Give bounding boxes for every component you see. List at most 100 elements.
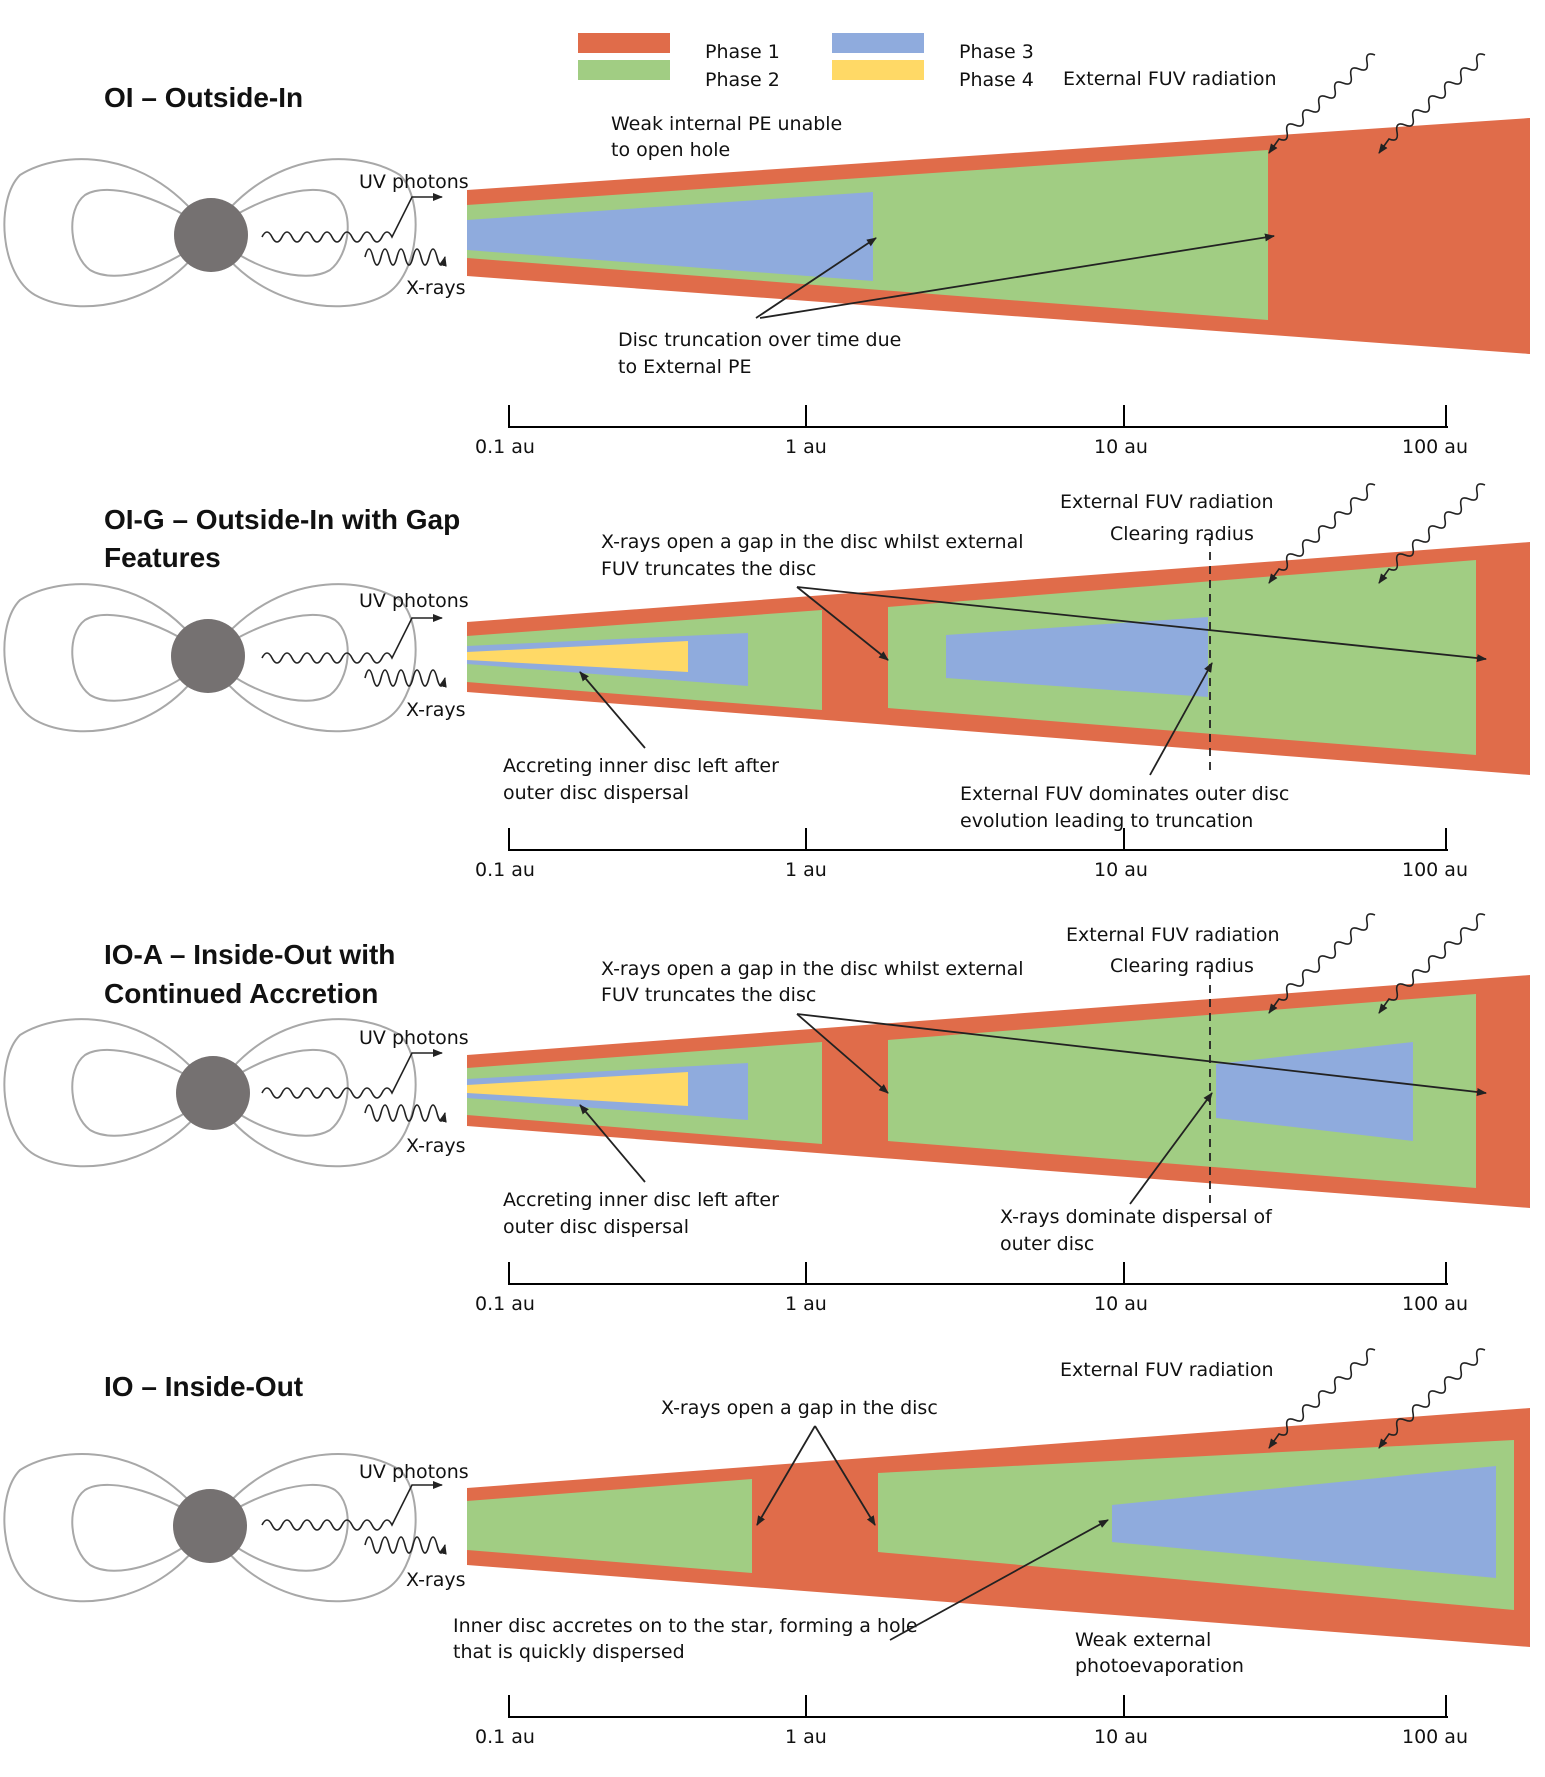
annotation-line: X-rays dominate dispersal of (1000, 1206, 1273, 1228)
external-fuv-label: External FUV radiation (1060, 491, 1274, 513)
annotation-arrow (796, 1013, 1487, 1096)
legend-label-phase-2: Phase 2 (705, 69, 780, 91)
fuv-wave-icon (1268, 53, 1376, 154)
star-system (3, 583, 417, 733)
annotation-line: that is quickly dispersed (453, 1641, 685, 1663)
annotation-line: outer disc dispersal (503, 782, 689, 804)
annotation-line: outer disc (1000, 1233, 1094, 1255)
axis-tick-label: 0.1 au (475, 436, 535, 458)
legend-swatch-phase-4 (832, 60, 924, 80)
star (171, 619, 245, 693)
annotation-line: to open hole (611, 139, 730, 161)
external-fuv-label: External FUV radiation (1066, 924, 1280, 946)
annotation-line: Weak internal PE unable (611, 113, 842, 135)
star (176, 1056, 250, 1130)
star-system (3, 1018, 417, 1168)
fuv-wave-icon (1378, 483, 1486, 584)
x-ray-wave (364, 248, 447, 267)
uv-photons-label: UV photons (359, 171, 469, 193)
panel-title: Features (104, 542, 221, 573)
uv-photons-label: UV photons (359, 1461, 469, 1483)
axis-tick-label: 100 au (1402, 859, 1468, 881)
panel-title: OI – Outside-In (104, 82, 303, 113)
x-rays-label: X-rays (406, 277, 466, 299)
legend-label-phase-4: Phase 4 (959, 69, 1034, 91)
clearing-radius-label: Clearing radius (1110, 955, 1254, 977)
annotation-arrow (755, 237, 877, 319)
uv-photon-wave (261, 193, 443, 243)
uv-photons-label: UV photons (359, 1027, 469, 1049)
axis-tick-label: 100 au (1402, 1293, 1468, 1315)
x-ray-wave (364, 1104, 447, 1123)
annotation-line: Disc truncation over time due (618, 329, 901, 351)
uv-photon-wave (261, 1049, 443, 1099)
annotation-line: X-rays open a gap in the disc whilst ext… (601, 958, 1024, 980)
annotation-arrow (796, 586, 889, 661)
annotation-line: FUV truncates the disc (601, 558, 816, 580)
panel-title: IO – Inside-Out (104, 1371, 303, 1402)
fuv-wave-icon (1268, 913, 1376, 1014)
fuv-wave-icon (1378, 53, 1486, 154)
axis-tick-label: 100 au (1402, 1726, 1468, 1748)
radius-axis: 0.1 au 1 au 10 au 100 au (475, 828, 1468, 881)
annotation-line: FUV truncates the disc (601, 984, 816, 1006)
disc (467, 975, 1530, 1208)
legend-label-phase-1: Phase 1 (705, 41, 780, 63)
axis-tick-label: 10 au (1094, 1726, 1148, 1748)
axis-tick-label: 0.1 au (475, 1293, 535, 1315)
annotation-arrow (796, 586, 1487, 663)
annotation-arrow (759, 233, 1275, 319)
fuv-wave-icon (1268, 1348, 1376, 1449)
axis-tick-label: 0.1 au (475, 859, 535, 881)
annotation-line: Accreting inner disc left after (503, 1189, 779, 1211)
legend-swatch-phase-3 (832, 33, 924, 53)
clearing-radius-label: Clearing radius (1110, 523, 1254, 545)
x-ray-wave (364, 1536, 447, 1555)
radius-axis: 0.1 au 1 au 10 au 100 au (475, 405, 1468, 458)
star (174, 198, 248, 272)
legend-swatch-phase-2 (578, 60, 670, 80)
x-rays-label: X-rays (406, 699, 466, 721)
legend: Phase 1 Phase 2 Phase 3 Phase 4 (578, 33, 1034, 91)
annotation-arrow (1129, 1092, 1213, 1205)
annotation-arrow (756, 1425, 816, 1526)
uv-photon-wave (261, 614, 443, 664)
x-rays-label: X-rays (406, 1569, 466, 1591)
external-fuv-label: External FUV radiation (1063, 68, 1277, 90)
panel-io: IO – Inside-Out UV photons X-rays Extern… (3, 1348, 1530, 1748)
annotation-line: Accreting inner disc left after (503, 755, 779, 777)
panel-oi-g: OI-G – Outside-In with Gap Features UV p… (3, 483, 1530, 881)
panel-oi: OI – Outside-In UV photons X-rays Extern… (3, 53, 1530, 458)
uv-photons-label: UV photons (359, 590, 469, 612)
fuv-wave-icon (1378, 1348, 1486, 1449)
x-ray-wave (364, 669, 447, 688)
annotation-line: outer disc dispersal (503, 1216, 689, 1238)
panel-title: Continued Accretion (104, 978, 378, 1009)
axis-tick-label: 1 au (785, 1726, 827, 1748)
axis-tick-label: 0.1 au (475, 1726, 535, 1748)
axis-tick-label: 1 au (785, 859, 827, 881)
annotation-arrow (1149, 662, 1213, 776)
panel-io-a: IO-A – Inside-Out with Continued Accreti… (3, 913, 1530, 1315)
external-fuv-label: External FUV radiation (1060, 1359, 1274, 1381)
disc (467, 118, 1530, 354)
annotation-line: X-rays open a gap in the disc (661, 1397, 938, 1419)
star (173, 1489, 247, 1563)
axis-tick-label: 10 au (1094, 436, 1148, 458)
star-system (3, 1453, 417, 1603)
annotation-arrow (796, 1013, 889, 1094)
panel-title: IO-A – Inside-Out with (104, 939, 395, 970)
fuv-wave-icon (1378, 913, 1486, 1014)
annotation-line: Weak external (1075, 1629, 1211, 1651)
annotation-arrow (814, 1425, 876, 1526)
legend-label-phase-3: Phase 3 (959, 41, 1034, 63)
star-system (3, 158, 417, 308)
legend-swatch-phase-1 (578, 33, 670, 53)
axis-tick-label: 1 au (785, 1293, 827, 1315)
axis-tick-label: 10 au (1094, 859, 1148, 881)
annotation-line: Inner disc accretes on to the star, form… (453, 1615, 918, 1637)
annotation-arrow (579, 671, 646, 749)
axis-tick-label: 100 au (1402, 436, 1468, 458)
x-rays-label: X-rays (406, 1135, 466, 1157)
